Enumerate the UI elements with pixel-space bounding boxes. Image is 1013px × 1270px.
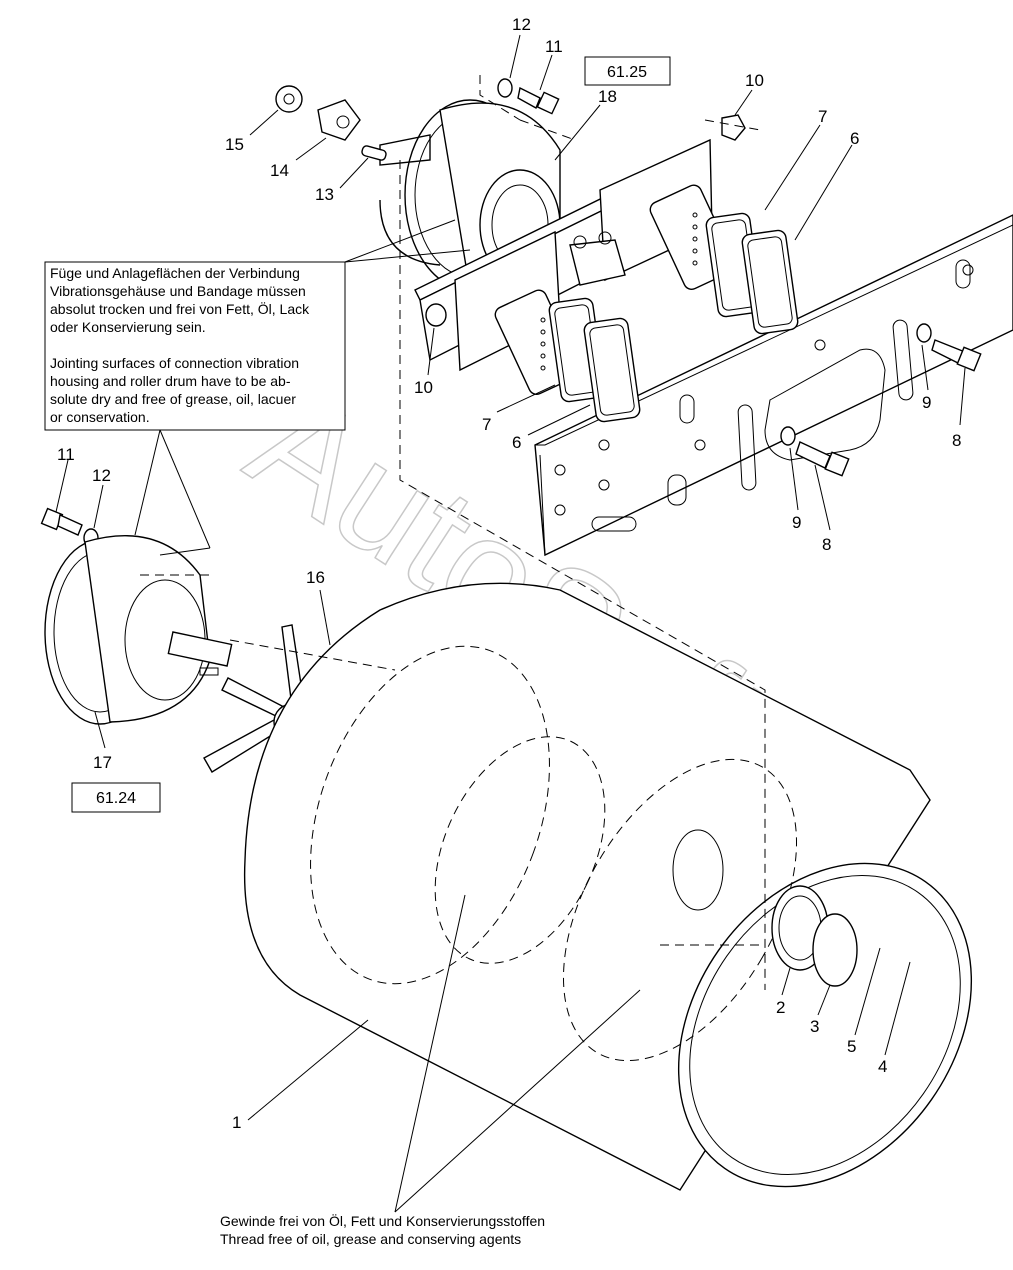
bottom-note-line-1: Gewinde frei von Öl, Fett und Konservier… [220, 1212, 545, 1229]
frame-plate [534, 214, 1013, 557]
note-line-1: Füge und Anlageflächen der Verbindung [50, 265, 300, 281]
label-3: 3 [810, 1017, 819, 1036]
ref-61-25: 61.25 [607, 64, 647, 81]
label-12-top: 12 [512, 15, 531, 34]
note-line-7: housing and roller drum have to be ab- [50, 373, 291, 389]
label-10-top: 10 [745, 71, 764, 90]
label-16: 16 [306, 568, 325, 587]
note-box: Füge und Anlageflächen der Verbindung Vi… [44, 261, 346, 431]
label-9-mid: 9 [792, 513, 801, 532]
label-18: 18 [598, 87, 617, 106]
rubber-pads [548, 212, 799, 423]
label-6-top: 6 [850, 129, 859, 148]
label-10-left: 10 [414, 378, 433, 397]
assembly-lines [140, 75, 766, 990]
cover-plates [771, 885, 858, 987]
note-line-6: Jointing surfaces of connection vibratio… [50, 355, 299, 371]
label-9-right: 9 [922, 393, 931, 412]
label-12-left: 12 [92, 466, 111, 485]
ref-box-61-24: 61.24 [71, 782, 161, 813]
bottom-note: Gewinde frei von Öl, Fett und Konservier… [220, 1212, 545, 1247]
ref-box-61-25: 61.25 [584, 56, 671, 86]
note-line-9: or conservation. [50, 409, 150, 425]
small-parts-top [275, 85, 387, 161]
note-line-3: absolut trocken und frei von Fett, Öl, L… [50, 300, 310, 317]
part-labels: 12 11 18 10 7 6 15 14 13 10 7 6 9 8 9 8 … [57, 15, 961, 1132]
label-8-right: 8 [952, 431, 961, 450]
label-13: 13 [315, 185, 334, 204]
label-15: 15 [225, 135, 244, 154]
label-11-top: 11 [545, 37, 563, 56]
label-7-top: 7 [818, 107, 827, 126]
vibration-housing-17 [44, 535, 233, 725]
label-7-left: 7 [482, 415, 491, 434]
label-17: 17 [93, 753, 112, 772]
label-14: 14 [270, 161, 289, 180]
note-line-2: Vibrationsgehäuse und Bandage müssen [50, 283, 306, 299]
label-1: 1 [232, 1113, 241, 1132]
note-line-8: solute dry and free of grease, oil, lacu… [50, 391, 296, 407]
label-2: 2 [776, 998, 785, 1017]
label-6-left: 6 [512, 433, 521, 452]
label-4: 4 [878, 1057, 887, 1076]
ref-61-24: 61.24 [96, 790, 136, 807]
note-line-4: oder Konservierung sein. [50, 319, 206, 335]
roller-drum [243, 582, 973, 1191]
leader-lines [55, 34, 966, 1213]
label-5: 5 [847, 1037, 856, 1056]
bottom-note-line-2: Thread free of oil, grease and conservin… [220, 1231, 521, 1247]
label-11-left: 11 [57, 445, 75, 464]
label-8-mid: 8 [822, 535, 831, 554]
